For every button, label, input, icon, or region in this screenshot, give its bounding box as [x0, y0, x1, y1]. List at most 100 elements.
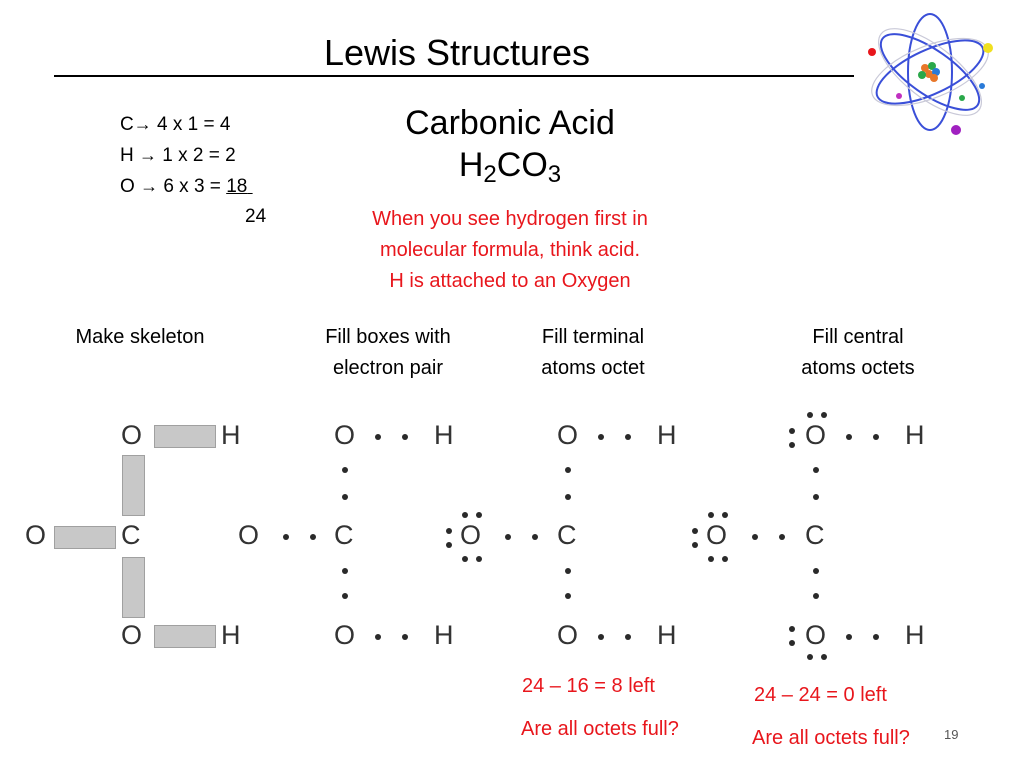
electron-dot [402, 434, 408, 440]
electron-dot [813, 467, 819, 473]
step-make-skeleton: Make skeleton [75, 326, 205, 348]
electron-dot [708, 556, 714, 562]
electron-dot [342, 568, 348, 574]
electron-dot [476, 556, 482, 562]
atom-h-top: H [657, 420, 677, 450]
atom-c-center: C [805, 520, 825, 550]
electron-dot [813, 593, 819, 599]
electron-dot [807, 412, 813, 418]
electron-dot [598, 634, 604, 640]
electron-dot [283, 534, 289, 540]
electron-dot [789, 442, 795, 448]
electron-dot [813, 568, 819, 574]
atom-h-bottom: H [905, 620, 925, 650]
bond-box [54, 526, 116, 549]
electron-dot [342, 494, 348, 500]
result-remaining-8: 24 – 16 = 8 left [522, 675, 655, 697]
atom-h-bottom: H [657, 620, 677, 650]
atom-o-left: O [706, 520, 728, 550]
atom-o-top: O [557, 420, 579, 450]
electron-dot [375, 434, 381, 440]
electron-dot [692, 542, 698, 548]
atom-o-bottom: O [334, 620, 356, 650]
electron-dot [598, 434, 604, 440]
atom-o-bottom: O [805, 620, 827, 650]
atom-h-bottom: H [221, 620, 241, 650]
count-total: 24 [245, 206, 267, 227]
electron-dot [779, 534, 785, 540]
arrow-right-icon: → [140, 176, 159, 196]
carbon-count: 4 x 1 = 4 [151, 114, 231, 135]
atom-logo-icon [868, 13, 993, 135]
electron-dot [446, 542, 452, 548]
hydrogen-symbol: H [120, 145, 139, 166]
atom-h-top: H [905, 420, 925, 450]
atom-o-bottom: O [557, 620, 579, 650]
count-row-hydrogen: H → 1 x 2 = 2 [120, 145, 236, 166]
electron-dot [402, 634, 408, 640]
electron-dot [807, 654, 813, 660]
carbon-symbol: C [120, 114, 134, 135]
slide-title: Lewis Structures [323, 32, 591, 73]
atom-o-top: O [805, 420, 827, 450]
atom-o-top: O [121, 420, 143, 450]
electron-dot [342, 593, 348, 599]
electron-dot [462, 556, 468, 562]
electron-dot [722, 512, 728, 518]
electron-dot [789, 640, 795, 646]
electron-dot [625, 434, 631, 440]
bond-box [154, 625, 216, 648]
bond-box [122, 455, 145, 516]
hydrogen-count: 1 x 2 = 2 [157, 145, 236, 166]
atom-o-top: O [334, 420, 356, 450]
acid-hint: When you see hydrogen first in molecular… [372, 208, 648, 292]
electron-dot [846, 634, 852, 640]
atom-o-left: O [25, 520, 47, 550]
electron-dot [505, 534, 511, 540]
electron-dot [342, 467, 348, 473]
bond-box [122, 557, 145, 618]
electron-dot [532, 534, 538, 540]
electron-dot [565, 467, 571, 473]
atom-c-center: C [121, 520, 141, 550]
electron-dot [789, 626, 795, 632]
electron-dot [752, 534, 758, 540]
electron-dot [375, 634, 381, 640]
atom-h-bottom: H [434, 620, 454, 650]
result-remaining-0: 24 – 24 = 0 left [754, 684, 887, 706]
molecule-name: Carbonic Acid [405, 104, 615, 142]
electron-dot [565, 593, 571, 599]
electron-dot [692, 528, 698, 534]
result-question-1: Are all octets full? [521, 718, 679, 740]
electron-dot [789, 428, 795, 434]
electron-dot [446, 528, 452, 534]
electron-dot [625, 634, 631, 640]
atom-h-top: H [221, 420, 241, 450]
oxygen-value: 18 [226, 176, 248, 197]
electron-dot [873, 434, 879, 440]
arrow-right-icon: → [139, 145, 157, 165]
atom-c-center: C [334, 520, 354, 550]
electron-dot [708, 512, 714, 518]
result-question-2: Are all octets full? [752, 727, 910, 749]
electron-dot [821, 654, 827, 660]
atom-c-center: C [557, 520, 577, 550]
electron-dot [813, 494, 819, 500]
electron-dot [722, 556, 728, 562]
electron-dot [565, 568, 571, 574]
electron-dot [846, 434, 852, 440]
electron-dot [873, 634, 879, 640]
atom-o-bottom: O [121, 620, 143, 650]
bond-box [154, 425, 216, 448]
arrow-right-icon: → [133, 114, 152, 134]
electron-dot [565, 494, 571, 500]
title-divider [54, 75, 854, 77]
electron-dot [462, 512, 468, 518]
count-row-carbon: C→ 4 x 1 = 4 [120, 114, 230, 135]
electron-dot [821, 412, 827, 418]
oxygen-symbol: O [120, 176, 141, 197]
atom-o-left: O [238, 520, 260, 550]
